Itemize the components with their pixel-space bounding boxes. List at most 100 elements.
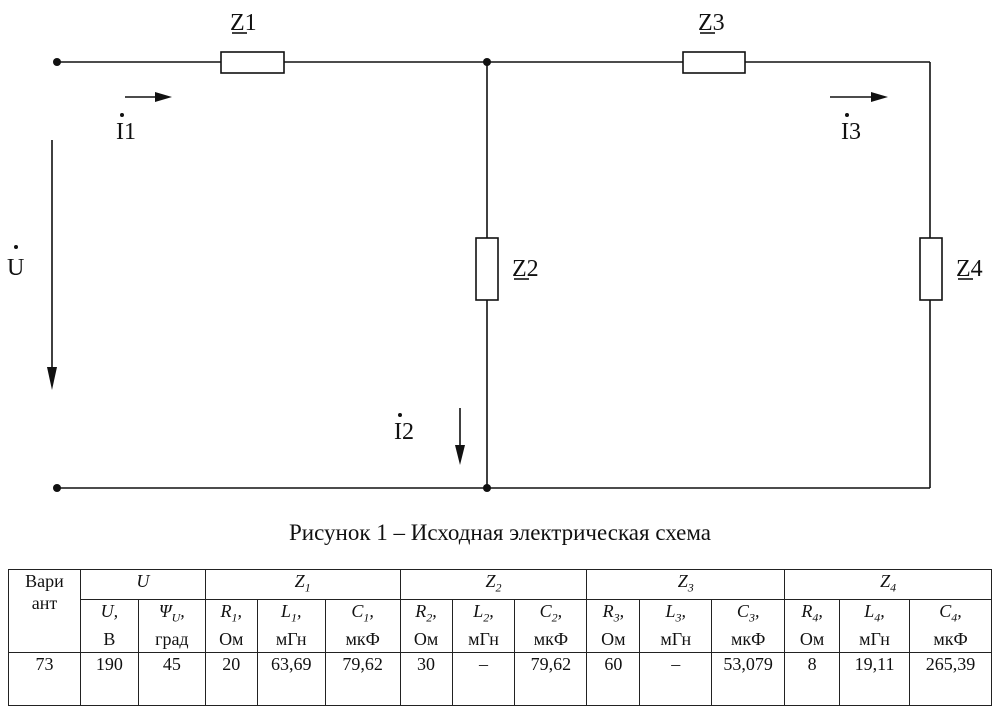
col-symbol: Ψ (158, 600, 172, 621)
label-u: U (7, 255, 24, 281)
column-header: R3,Ом (586, 598, 641, 653)
col-unit: Ом (413, 629, 439, 650)
table-cell: 8 (784, 651, 841, 706)
column-header: R1,Ом (204, 598, 258, 653)
col-subscript: 4 (951, 610, 958, 625)
label-z4: Z4 (956, 256, 983, 282)
column-header: C1,мкФ (324, 598, 401, 653)
group-z1: Z1 (204, 569, 401, 600)
table-cell: 30 (399, 651, 453, 706)
col-symbol: R (220, 600, 232, 621)
resistor-z3 (682, 51, 746, 74)
group-z2: Z2 (399, 569, 588, 600)
col-unit: мкФ (345, 629, 380, 650)
col-subscript: 1 (363, 610, 370, 625)
col-symbol: R (801, 600, 813, 621)
col-subscript: 3 (675, 610, 682, 625)
table-cell: 73 (8, 651, 81, 706)
resistor-z1 (220, 51, 285, 74)
terminal-bottom-left (53, 484, 61, 492)
col-subscript: 4 (874, 610, 881, 625)
table-cell: – (639, 651, 713, 706)
circuit-diagram: Z1 Z3 Z2 Z4 I1 I3 U I2 (7, 10, 983, 492)
col-unit: Ом (799, 629, 825, 650)
label-i3: I3 (841, 119, 861, 145)
col-symbol: L (280, 600, 291, 621)
label-z2: Z2 (512, 256, 539, 282)
arrow-i3-icon (871, 92, 888, 102)
label-i2: I2 (394, 419, 414, 445)
figure-caption: Рисунок 1 – Исходная электрическая схема (289, 520, 711, 545)
label-i1: I1 (116, 119, 136, 145)
table-cell: 60 (586, 651, 641, 706)
col-symbol: C (939, 600, 952, 621)
col-unit: В (103, 629, 116, 650)
col-symbol: R (415, 600, 427, 621)
arrow-i1-icon (155, 92, 172, 102)
col-subscript: 4 (812, 610, 819, 625)
column-header: R2,Ом (399, 598, 453, 653)
table-cell: 45 (137, 651, 206, 706)
group-header-row: Вари ант U Z1 Z2 Z3 Z4 (8, 569, 992, 653)
col-symbol: U (100, 600, 114, 621)
col-subscript: 2 (483, 610, 490, 625)
col-unit: град (155, 629, 189, 650)
col-unit: мГн (468, 629, 499, 650)
col-unit: мкФ (933, 629, 968, 650)
column-header: U,В (79, 598, 139, 653)
col-unit: мГн (660, 629, 692, 650)
column-header: C3,мкФ (711, 598, 786, 653)
label-z1: Z1 (230, 10, 257, 36)
col-symbol: C (539, 600, 552, 621)
col-symbol: C (351, 600, 364, 621)
node-bottom (483, 484, 491, 492)
column-header: L1,мГн (256, 598, 326, 653)
resistor-z4 (919, 237, 943, 301)
col-unit: мГн (859, 629, 890, 650)
table-cell: 20 (204, 651, 258, 706)
label-z3: Z3 (698, 10, 725, 36)
col-symbol: C (736, 600, 749, 621)
group-z4: Z4 (784, 569, 992, 600)
col-symbol: L (473, 600, 484, 621)
table-cell: – (451, 651, 516, 706)
col-symbol: R (602, 600, 614, 621)
col-subscript: U (171, 610, 181, 625)
column-header: C4,мкФ (909, 598, 992, 653)
arrow-u-icon (47, 367, 57, 390)
column-header: C2,мкФ (514, 598, 588, 653)
arrow-i2-icon (455, 445, 465, 465)
variant-header: Вари ант (8, 569, 81, 653)
table-cell: 63,69 (256, 651, 326, 706)
col-unit: мкФ (533, 629, 569, 650)
column-header: L2,мГн (451, 598, 516, 653)
col-subscript: 3 (748, 610, 755, 625)
col-subscript: 1 (290, 610, 297, 625)
table-cell: 79,62 (514, 651, 588, 706)
group-u: U (79, 569, 206, 600)
node-top (483, 58, 491, 66)
col-subscript: 2 (426, 610, 433, 625)
col-unit: мГн (275, 629, 307, 650)
table-cell: 19,11 (839, 651, 910, 706)
col-unit: Ом (219, 629, 244, 650)
table-cell: 265,39 (909, 651, 992, 706)
table-cell: 53,079 (711, 651, 786, 706)
table-cell: 190 (79, 651, 139, 706)
resistor-z2 (475, 237, 499, 301)
column-header: R4,Ом (784, 598, 841, 653)
terminal-top-left (53, 58, 61, 66)
column-header: L4,мГн (839, 598, 910, 653)
col-symbol: L (864, 600, 875, 621)
col-subscript: 1 (231, 610, 238, 625)
col-unit: Ом (601, 629, 626, 650)
group-z3: Z3 (586, 569, 786, 600)
col-unit: мкФ (731, 629, 766, 650)
col-symbol: L (665, 600, 676, 621)
column-header: ΨU,град (137, 598, 206, 653)
col-subscript: 2 (551, 610, 558, 625)
column-header: L3,мГн (639, 598, 713, 653)
